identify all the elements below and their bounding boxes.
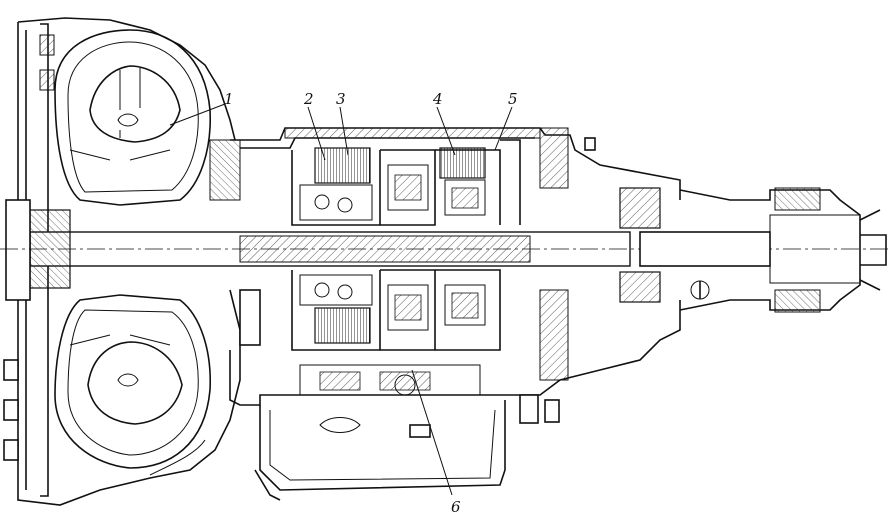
- leader-5: [494, 106, 513, 151]
- valve-body-and-pan: [254, 364, 560, 501]
- callout-label-4: 4: [432, 90, 443, 108]
- torque-converter-lower: [54, 294, 212, 469]
- torque-converter-upper: [54, 29, 212, 206]
- leader-2: [307, 106, 326, 161]
- callout-label-6: 6: [451, 498, 461, 516]
- callout-label-2: 2: [303, 90, 314, 108]
- callout-labels: 1 2 3 4 5 6: [224, 90, 518, 516]
- leader-1: [169, 103, 226, 126]
- clutch-packs-upper: [291, 139, 521, 226]
- leader-6: [411, 369, 453, 496]
- converter-housing: [3, 17, 241, 506]
- callout-label-3: 3: [336, 90, 346, 108]
- callout-label-5: 5: [508, 90, 518, 108]
- leader-4: [436, 106, 456, 156]
- callout-label-1: 1: [224, 90, 234, 108]
- tail-housing: [619, 187, 887, 313]
- gearbox-case: [209, 127, 681, 406]
- callout-leaders: [169, 103, 513, 496]
- clutch-packs-lower: [291, 269, 501, 351]
- leader-3: [339, 106, 349, 156]
